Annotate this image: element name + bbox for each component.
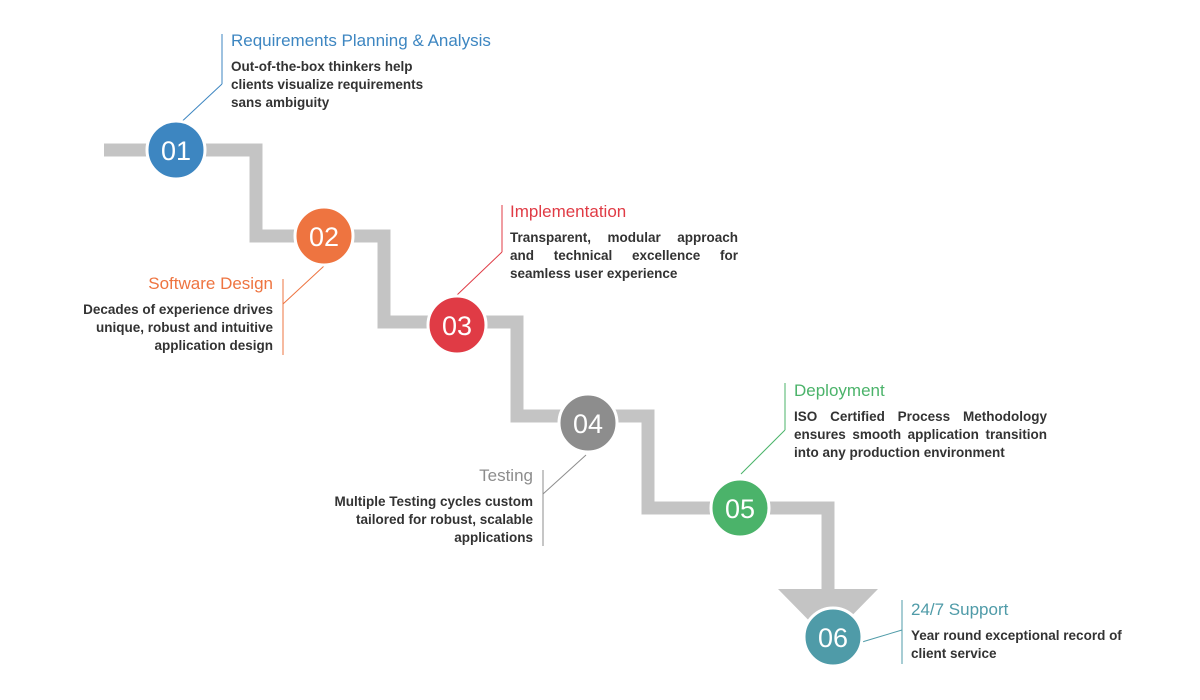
connector-lines bbox=[175, 34, 903, 664]
step-circle-06: 06 bbox=[802, 606, 864, 668]
step-number-02: 02 bbox=[309, 222, 339, 252]
step-description-06: Year round exceptional record of client … bbox=[911, 628, 1122, 661]
step-02-text: Software Design Decades of experience dr… bbox=[40, 273, 273, 355]
step-title-03: Implementation bbox=[510, 202, 627, 221]
step-title-06: 24/7 Support bbox=[911, 600, 1009, 619]
step-04-text: Testing Multiple Testing cycles custom t… bbox=[300, 465, 533, 547]
step-title-05: Deployment bbox=[794, 381, 885, 400]
step-circle-04: 04 bbox=[557, 392, 619, 454]
step-06-text: 24/7 Support Year round exceptional reco… bbox=[911, 599, 1151, 663]
step-description-01: Out-of-the-box thinkers help clients vis… bbox=[231, 59, 424, 110]
step-title-01: Requirements Planning & Analysis bbox=[231, 31, 491, 50]
step-description-02: Decades of experience drives unique, rob… bbox=[83, 302, 273, 353]
step-number-01: 01 bbox=[161, 136, 191, 166]
step-circle-05: 05 bbox=[709, 477, 771, 539]
step-05-text: Deployment ISO Certified Process Methodo… bbox=[794, 380, 1047, 462]
step-title-04: Testing bbox=[479, 466, 533, 485]
step-number-05: 05 bbox=[725, 494, 755, 524]
connector-02-diag bbox=[282, 265, 325, 305]
step-description-04: Multiple Testing cycles custom tailored … bbox=[334, 494, 533, 545]
connector-01-diag bbox=[175, 83, 223, 128]
step-circle-03: 03 bbox=[426, 294, 488, 356]
step-number-03: 03 bbox=[442, 311, 472, 341]
step-03-text: Implementation Transparent, modular appr… bbox=[510, 201, 738, 283]
connector-05-diag bbox=[740, 429, 786, 475]
step-title-02: Software Design bbox=[148, 274, 273, 293]
step-description-05: ISO Certified Process Methodology ensure… bbox=[794, 409, 1047, 460]
connector-06-diag bbox=[861, 629, 903, 643]
connector-04-diag bbox=[542, 454, 587, 495]
step-number-06: 06 bbox=[818, 623, 848, 653]
staircase-path bbox=[104, 143, 835, 592]
step-circle-01: 01 bbox=[145, 119, 207, 181]
step-01-text: Requirements Planning & Analysis Out-of-… bbox=[231, 30, 531, 112]
step-circle-02: 02 bbox=[293, 205, 355, 267]
connector-03-diag bbox=[456, 251, 503, 296]
step-number-04: 04 bbox=[573, 409, 603, 439]
step-description-03: Transparent, modular approach and techni… bbox=[510, 230, 738, 281]
